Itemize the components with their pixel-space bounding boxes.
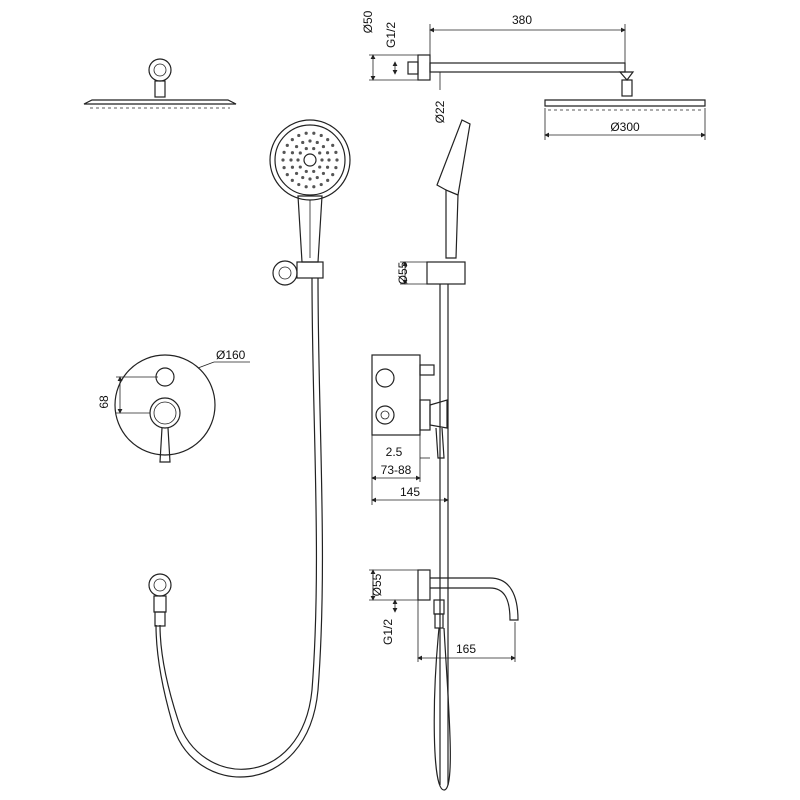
dim-valve-depth: 145 xyxy=(400,485,420,499)
nozzle-dot xyxy=(334,150,338,154)
dim-spout-flange: Ø55 xyxy=(370,573,384,596)
hand-shower-side xyxy=(426,119,471,785)
nozzle-dot xyxy=(298,165,302,169)
nozzle-dot xyxy=(290,137,294,142)
nozzle-dot xyxy=(308,139,312,143)
hose-side xyxy=(433,627,451,791)
nozzle-dot xyxy=(319,133,323,138)
nozzle-dot xyxy=(296,158,300,162)
nozzle-dot xyxy=(312,146,316,151)
nozzle-dot xyxy=(297,182,301,187)
nozzle-dot xyxy=(331,143,335,148)
rain-shower-head-front xyxy=(83,58,237,109)
nozzle-dot xyxy=(315,175,319,180)
dim-arm-thread: G1/2 xyxy=(384,22,398,48)
hose-front xyxy=(159,277,318,770)
mixing-valve-side xyxy=(371,354,448,459)
dim-spout-thread: G1/2 xyxy=(381,619,395,645)
nozzle-dot xyxy=(298,151,302,155)
dim-wall-depth: 73-88 xyxy=(381,463,412,477)
dim-holder-diameter: Ø55 xyxy=(396,261,410,284)
mixer-plate-front xyxy=(114,354,216,463)
nozzle-dot xyxy=(331,172,335,177)
nozzle-dot xyxy=(325,151,330,155)
nozzle-dot xyxy=(318,151,322,155)
nozzle-dot xyxy=(312,169,316,174)
dim-arm-flange: Ø50 xyxy=(361,10,375,33)
nozzle-dot xyxy=(308,177,312,181)
nozzle-dot xyxy=(312,131,316,135)
nozzle-dot xyxy=(321,144,326,149)
dim-rain-head: Ø300 xyxy=(610,120,640,134)
nozzle-dot xyxy=(301,175,305,180)
dim-knob-spacing: 68 xyxy=(97,395,111,409)
nozzle-dot xyxy=(290,165,295,169)
nozzle-dot xyxy=(294,144,299,149)
nozzle-dot xyxy=(294,171,299,176)
nozzle-dot xyxy=(282,166,286,170)
nozzle-dot xyxy=(326,137,330,142)
nozzle-dot xyxy=(315,140,319,145)
dim-plate-diameter: Ø160 xyxy=(216,348,246,362)
nozzle-dot xyxy=(281,158,285,162)
dim-trim-offset: 2.5 xyxy=(386,445,403,459)
nozzle-dot xyxy=(327,158,331,162)
nozzle-dot xyxy=(297,133,301,138)
dim-arm-diameter: Ø22 xyxy=(433,100,447,123)
wall-outlet-front xyxy=(148,573,172,627)
nozzle-dot xyxy=(326,178,330,183)
nozzle-dot xyxy=(285,143,289,148)
nozzle-dot xyxy=(320,158,324,162)
hand-shower-front xyxy=(269,119,351,286)
bath-spout-side xyxy=(417,569,519,629)
nozzle-dot xyxy=(304,169,308,174)
nozzle-dot xyxy=(304,146,308,151)
nozzle-dot xyxy=(334,166,338,170)
nozzle-dot xyxy=(304,131,308,135)
nozzle-dot xyxy=(312,185,316,189)
nozzle-dot xyxy=(304,185,308,189)
nozzle-dot xyxy=(319,182,323,187)
nozzle-dot xyxy=(318,165,322,169)
dim-arm-length: 380 xyxy=(512,13,532,27)
nozzle-dot xyxy=(321,171,326,176)
nozzle-dot xyxy=(282,150,286,154)
nozzle-dot xyxy=(290,178,294,183)
nozzle-dot xyxy=(335,158,339,162)
nozzle-dot xyxy=(325,165,330,169)
nozzle-dot xyxy=(285,172,289,177)
nozzle-dot xyxy=(290,151,295,155)
shower-arm-side xyxy=(407,54,706,111)
dim-spout-length: 165 xyxy=(456,642,476,656)
nozzle-dot xyxy=(301,140,305,145)
nozzle-dot xyxy=(289,158,293,162)
